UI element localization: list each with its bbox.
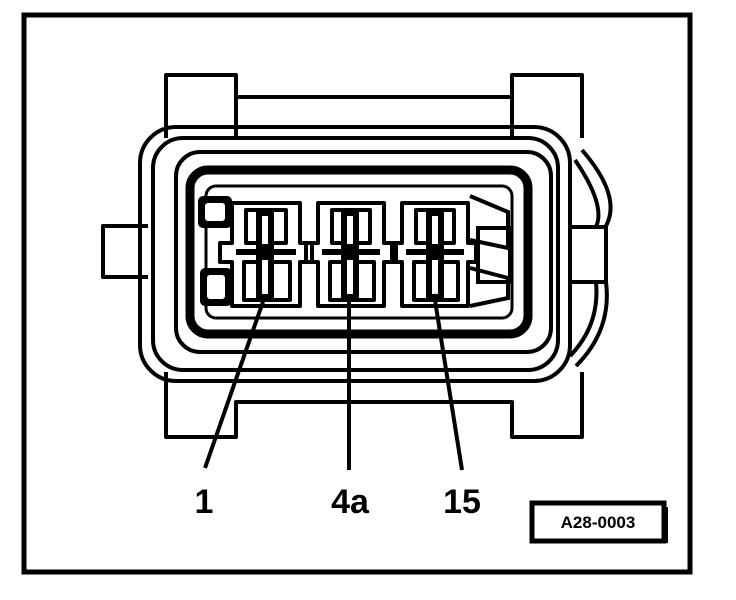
- pin-label-1: 1: [195, 483, 214, 521]
- pin-label-15: 15: [443, 483, 481, 521]
- leader-line-15: [432, 293, 464, 471]
- connector-body: [101, 73, 613, 439]
- figure-reference-box: A28-0003: [529, 500, 668, 544]
- leader-line-1: [203, 295, 267, 469]
- terminal-4a: [304, 201, 398, 308]
- left-ribs-inner: [205, 203, 225, 299]
- leader-lines: [203, 293, 464, 471]
- terminal-15: [390, 201, 478, 308]
- pin-label-4a: 4a: [331, 483, 370, 521]
- figure-reference-text: A28-0003: [561, 513, 636, 532]
